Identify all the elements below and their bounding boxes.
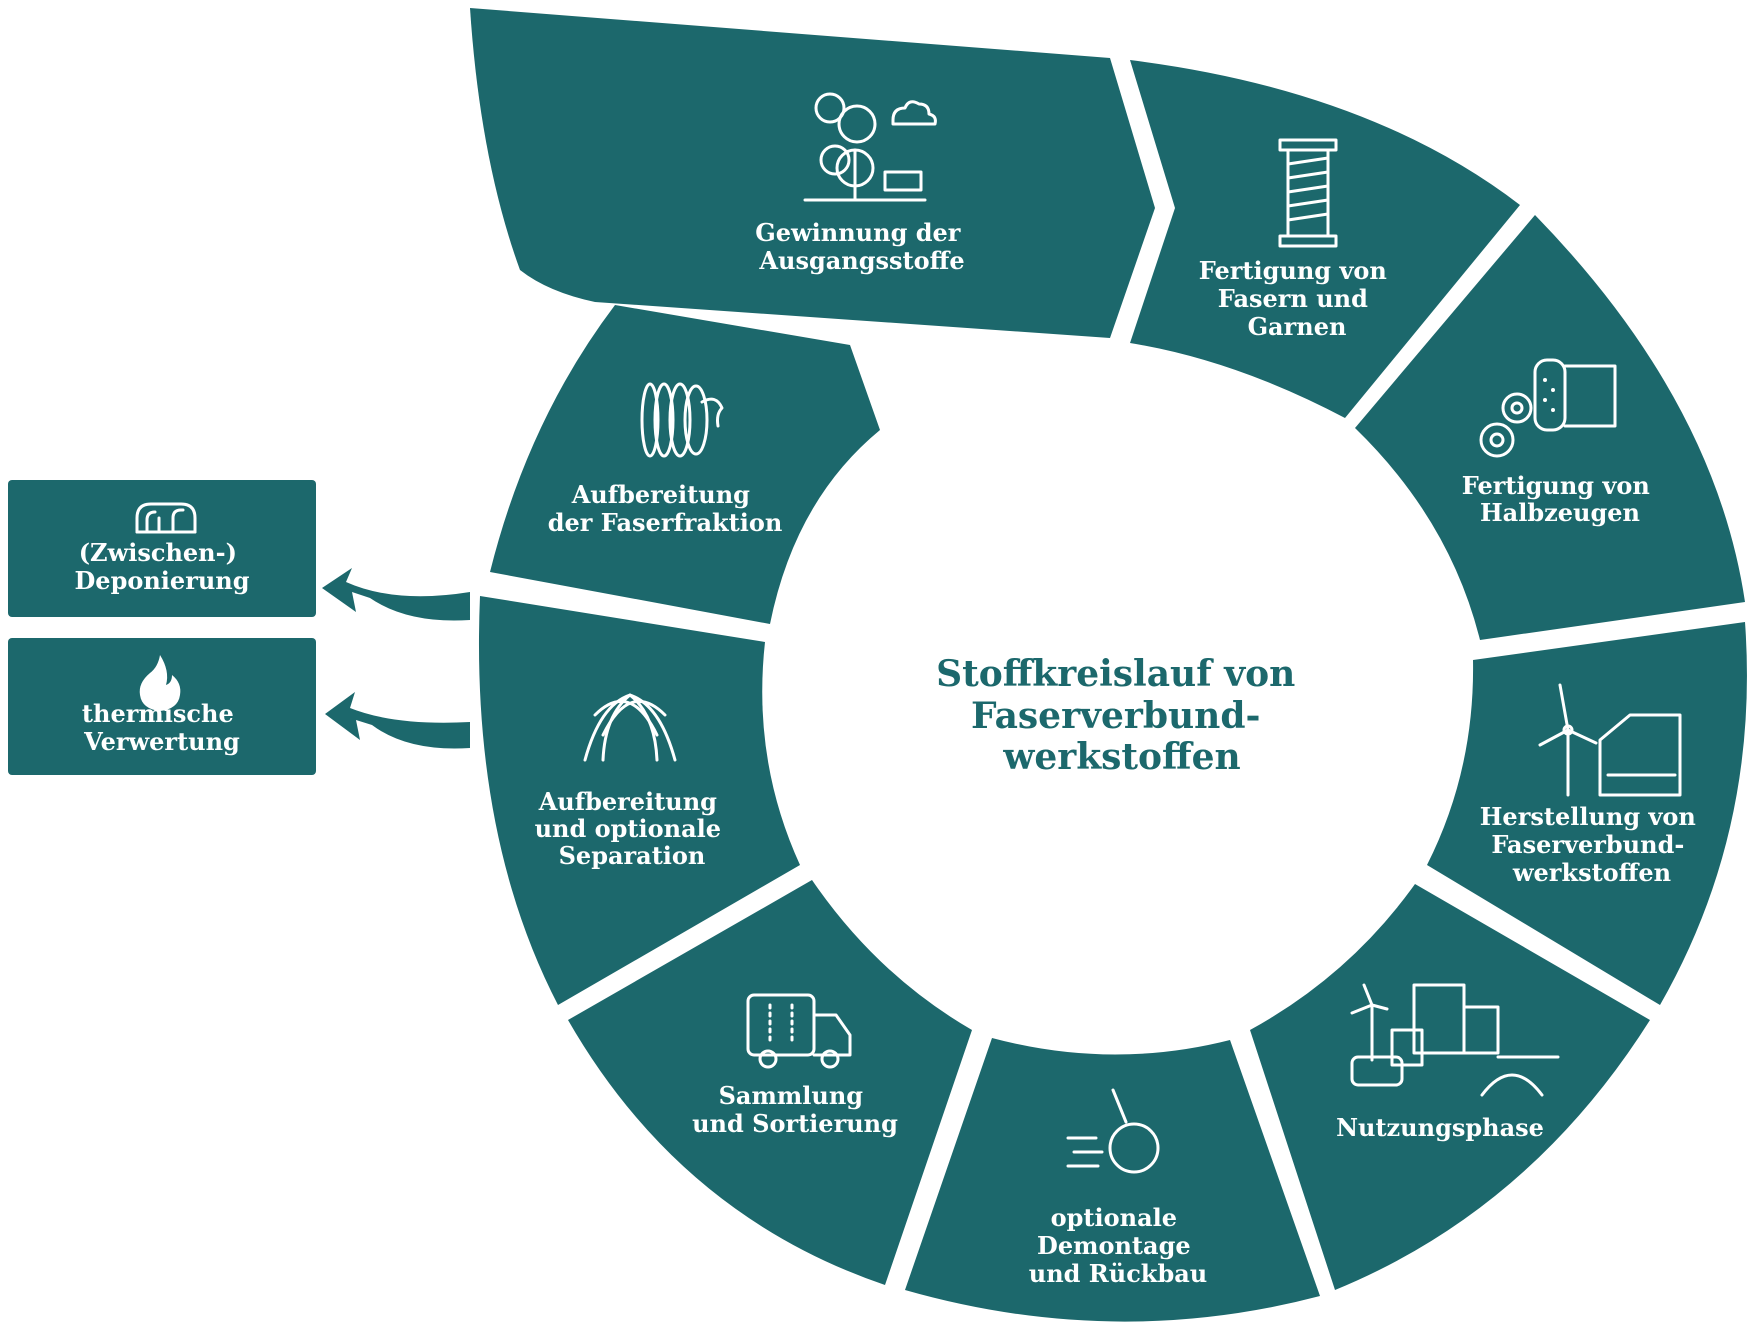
- label-gewinnung: Gewinnung der Ausgangsstoffe: [755, 218, 969, 275]
- wind-turbine-car-part-icon: [1538, 683, 1682, 797]
- box-deponierung: (Zwischen-) Deponierung: [8, 480, 316, 617]
- label-sammlung: Sammlung und Sortierung: [692, 1081, 898, 1138]
- label-separation: Aufbereitung und optionale Separation: [535, 787, 730, 870]
- garbage-truck-icon: [746, 993, 852, 1069]
- splitting-roads-icon: [583, 693, 677, 762]
- wrecking-ball-icon: [1066, 1088, 1160, 1174]
- fiber-bundle-icon: [640, 382, 724, 458]
- storage-hall-icon: [135, 502, 197, 534]
- segment-separation: Aufbereitung und optionale Separation: [478, 596, 800, 1005]
- label-deponierung: (Zwischen-) Deponierung: [74, 538, 249, 595]
- segment-halbzeuge: Fertigung von Halbzeugen: [1355, 215, 1745, 640]
- segment-nutzung: Nutzungsphase: [1250, 884, 1650, 1290]
- arrow-to-thermisch: [325, 692, 470, 749]
- label-herstellung: Herstellung von Faserverbund- werkstoffe…: [1480, 802, 1705, 887]
- label-faserfraktion: Aufbereitung der Faserfraktion: [548, 480, 783, 537]
- center-title: Stoffkreislauf von Faserverbund- werksto…: [936, 653, 1308, 778]
- label-thermisch: thermische Verwertung: [82, 699, 242, 756]
- segment-gewinnung: Gewinnung der Ausgangsstoffe: [470, 8, 1155, 338]
- segment-fasern: Fertigung von Fasern und Garnen: [1130, 60, 1520, 418]
- label-halbzeuge: Fertigung von Halbzeugen: [1462, 471, 1658, 527]
- segment-sammlung: Sammlung und Sortierung: [568, 880, 972, 1285]
- label-nutzung: Nutzungsphase: [1336, 1113, 1544, 1142]
- segment-faserfraktion: Aufbereitung der Faserfraktion: [490, 305, 880, 624]
- segment-demontage: optionale Demontage und Rückbau: [905, 1038, 1320, 1322]
- label-fasern: Fertigung von Fasern und Garnen: [1199, 256, 1395, 341]
- flame-icon: [139, 655, 181, 711]
- tree-bench-cloud-icon: [803, 92, 937, 202]
- yarn-spool-icon: [1278, 138, 1338, 248]
- segment-herstellung: Herstellung von Faserverbund- werkstoffe…: [1427, 622, 1747, 1005]
- box-thermisch: thermische Verwertung: [8, 638, 316, 775]
- city-car-bridge-icon: [1350, 983, 1560, 1097]
- arrow-to-deponierung: [322, 568, 470, 621]
- label-demontage: optionale Demontage und Rückbau: [1029, 1203, 1207, 1288]
- fabric-roll-gears-icon: [1479, 358, 1617, 458]
